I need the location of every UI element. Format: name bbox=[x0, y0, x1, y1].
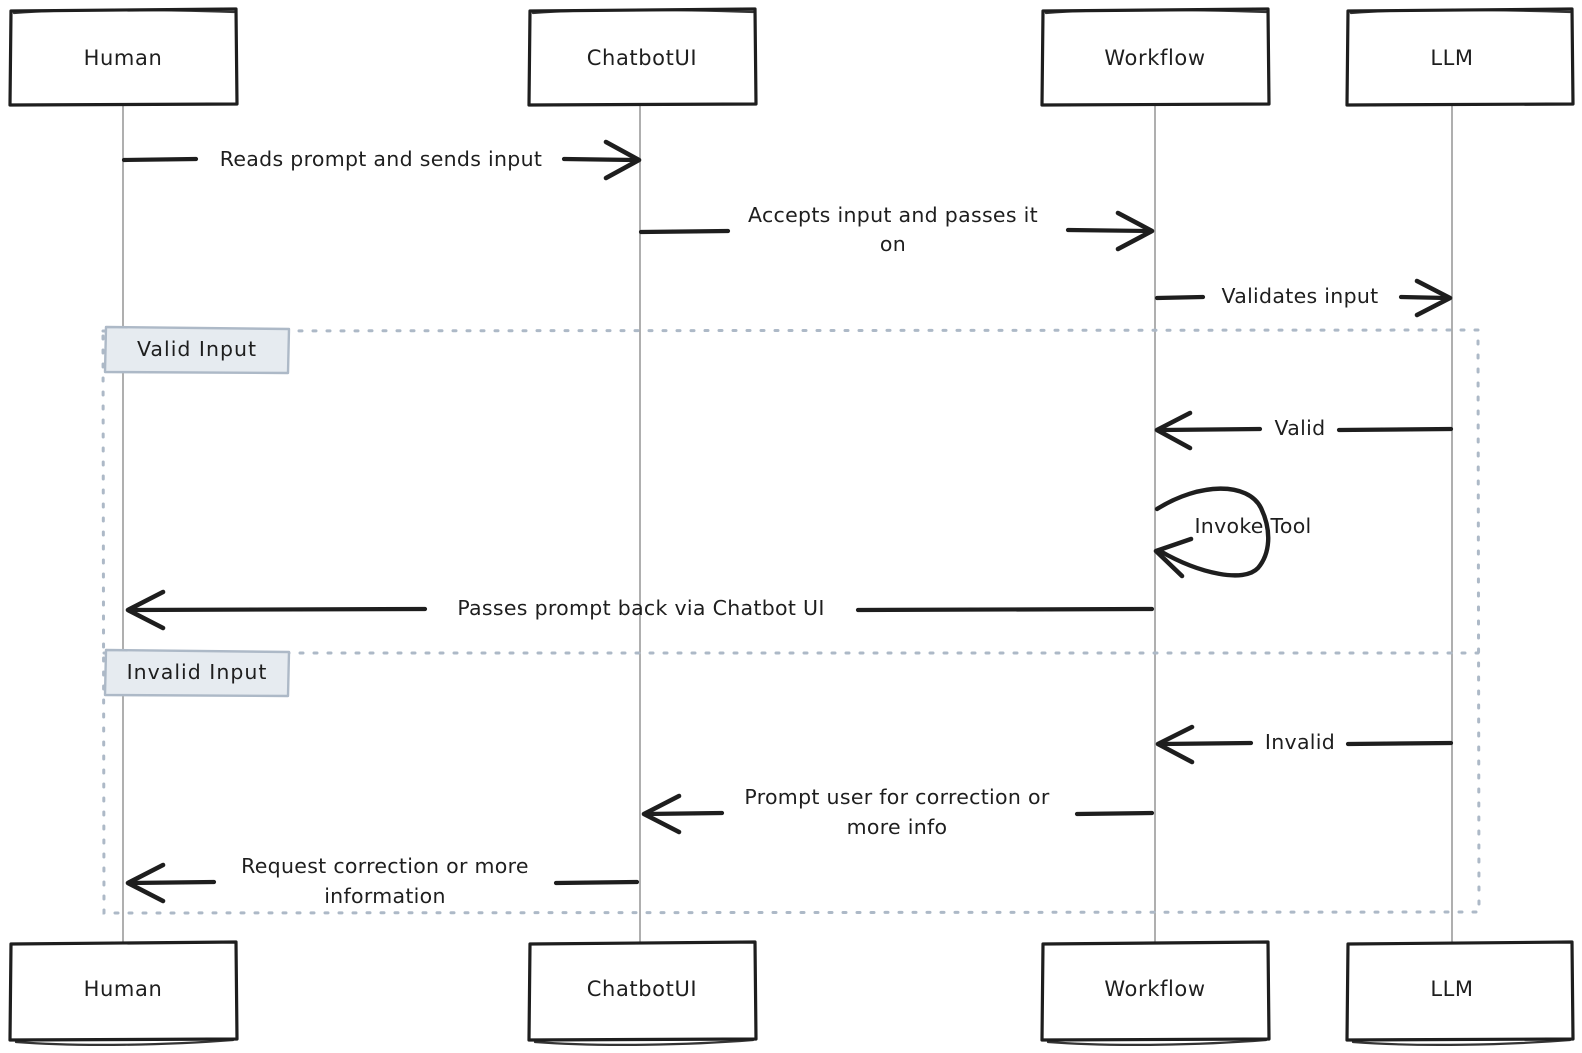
participant-box-workflow-bottom-shape bbox=[1040, 940, 1271, 1042]
message-label-line1: Prompt user for correction or bbox=[744, 785, 1049, 809]
arrowhead-left-icon bbox=[641, 793, 682, 835]
message-line-right-stub bbox=[1065, 227, 1152, 234]
arrowhead-left-icon bbox=[1154, 410, 1193, 451]
message-line-right-stub bbox=[553, 879, 640, 886]
participant-label-chatbotui-bottom: ChatbotUI bbox=[587, 977, 697, 1001]
fragment-tab-invalid-input-label: Invalid Input bbox=[127, 660, 268, 684]
participant-box-workflow-bottom-sketch bbox=[1046, 1038, 1268, 1046]
message-line-left-stub bbox=[1154, 294, 1206, 301]
lifelines-group bbox=[122, 105, 1453, 946]
message-line-left-stub bbox=[127, 879, 217, 886]
participant-box-llm-bottom[interactable]: LLM bbox=[1345, 940, 1575, 1046]
message-validates-input[interactable]: Validates input bbox=[1154, 278, 1453, 318]
message-valid[interactable]: Valid bbox=[1154, 410, 1454, 451]
message-line-right-stub bbox=[1345, 740, 1454, 747]
fragment-tab-valid-input[interactable]: Valid Input bbox=[103, 325, 291, 375]
participant-label-workflow-top: Workflow bbox=[1104, 46, 1205, 70]
message-invalid[interactable]: Invalid bbox=[1155, 724, 1454, 765]
participant-label-chatbotui-top: ChatbotUI bbox=[587, 46, 697, 70]
participant-box-chatbotui-top-sketch bbox=[531, 8, 755, 15]
message-line-left-stub bbox=[121, 156, 199, 163]
message-accepts-input-and-passes-it-on[interactable]: Accepts input and passes it on bbox=[638, 203, 1155, 256]
message-line-right-stub bbox=[1336, 426, 1454, 433]
arrowhead-right-icon bbox=[1115, 210, 1155, 252]
message-label-line2: more info bbox=[847, 815, 948, 839]
message-invoke-tool-selfloop[interactable]: Invoke Tool bbox=[1153, 486, 1312, 579]
participant-box-llm-bottom-shape bbox=[1345, 940, 1575, 1042]
fragment-tab-invalid-input-shape bbox=[103, 648, 291, 698]
arrowhead-left-icon bbox=[1153, 536, 1194, 579]
message-label-line2: on bbox=[880, 232, 906, 256]
message-label: Reads prompt and sends input bbox=[220, 147, 543, 171]
fragment-tab-valid-input-shape bbox=[103, 325, 291, 375]
arrowhead-right-icon bbox=[603, 139, 642, 181]
participant-label-human-top: Human bbox=[84, 46, 163, 70]
message-line-left-stub bbox=[1159, 740, 1254, 747]
fragment-outline bbox=[101, 328, 1481, 915]
participant-box-human-bottom-sketch bbox=[14, 1038, 235, 1046]
message-request-correction-or-more-information[interactable]: Request correction or more information bbox=[125, 854, 640, 908]
message-line-left-stub bbox=[638, 228, 731, 235]
message-label: Validates input bbox=[1221, 284, 1378, 308]
message-reads-prompt-and-sends-input[interactable]: Reads prompt and sends input bbox=[121, 139, 642, 181]
message-line-left-stub bbox=[643, 810, 725, 817]
participant-label-llm-top: LLM bbox=[1430, 46, 1473, 70]
participant-box-human-top[interactable]: Human bbox=[8, 7, 239, 107]
participant-box-human-bottom-shape bbox=[8, 940, 239, 1042]
arrowhead-right-icon bbox=[1414, 278, 1453, 318]
participant-box-chatbotui-bottom-shape bbox=[527, 940, 758, 1042]
participant-label-workflow-bottom: Workflow bbox=[1104, 977, 1205, 1001]
selfloop-line bbox=[1154, 486, 1271, 578]
message-passes-prompt-back-via-chatbot-ui[interactable]: Passes prompt back via Chatbot UI bbox=[125, 589, 1155, 631]
message-label: Invalid bbox=[1265, 730, 1335, 754]
participant-box-llm-top[interactable]: LLM bbox=[1345, 7, 1575, 107]
fragment-tab-valid-input-label: Valid Input bbox=[137, 337, 257, 361]
message-prompt-user-for-correction[interactable]: Prompt user for correction or more info bbox=[641, 785, 1155, 839]
participant-box-workflow-top[interactable]: Workflow bbox=[1040, 7, 1271, 107]
message-line-right-stub bbox=[855, 606, 1155, 613]
participant-label-human-bottom: Human bbox=[84, 977, 163, 1001]
message-label: Valid bbox=[1275, 416, 1326, 440]
participant-label-llm-bottom: LLM bbox=[1430, 977, 1473, 1001]
participant-box-llm-top-sketch bbox=[1349, 8, 1572, 15]
message-line-right-stub bbox=[561, 156, 637, 163]
fragment-tab-invalid-input[interactable]: Invalid Input bbox=[103, 648, 291, 698]
participant-box-chatbotui-bottom[interactable]: ChatbotUI bbox=[527, 940, 758, 1046]
arrowhead-left-icon bbox=[125, 589, 166, 631]
participant-box-chatbotui-bottom-sketch bbox=[533, 1038, 755, 1046]
message-line-right-stub bbox=[1074, 810, 1155, 817]
participant-box-workflow-bottom[interactable]: Workflow bbox=[1040, 940, 1271, 1046]
participant-box-workflow-top-sketch bbox=[1044, 8, 1268, 15]
message-label-line2: information bbox=[324, 884, 446, 908]
message-line-right-stub bbox=[1398, 294, 1449, 301]
fragment-alt-block bbox=[101, 328, 1481, 915]
message-label-line1: Accepts input and passes it bbox=[748, 203, 1038, 227]
message-label: Passes prompt back via Chatbot UI bbox=[457, 596, 824, 620]
participant-box-chatbotui-top[interactable]: ChatbotUI bbox=[527, 7, 758, 107]
message-label-line1: Request correction or more bbox=[241, 854, 529, 878]
message-label: Invoke Tool bbox=[1194, 514, 1311, 538]
participant-box-human-top-sketch bbox=[12, 8, 236, 15]
participant-box-human-bottom[interactable]: Human bbox=[8, 940, 239, 1046]
arrowhead-left-icon bbox=[125, 862, 166, 904]
message-line-left-stub bbox=[1159, 426, 1263, 433]
participant-box-llm-bottom-sketch bbox=[1351, 1038, 1572, 1046]
message-line-left-stub bbox=[127, 606, 428, 613]
arrowhead-left-icon bbox=[1155, 724, 1195, 765]
